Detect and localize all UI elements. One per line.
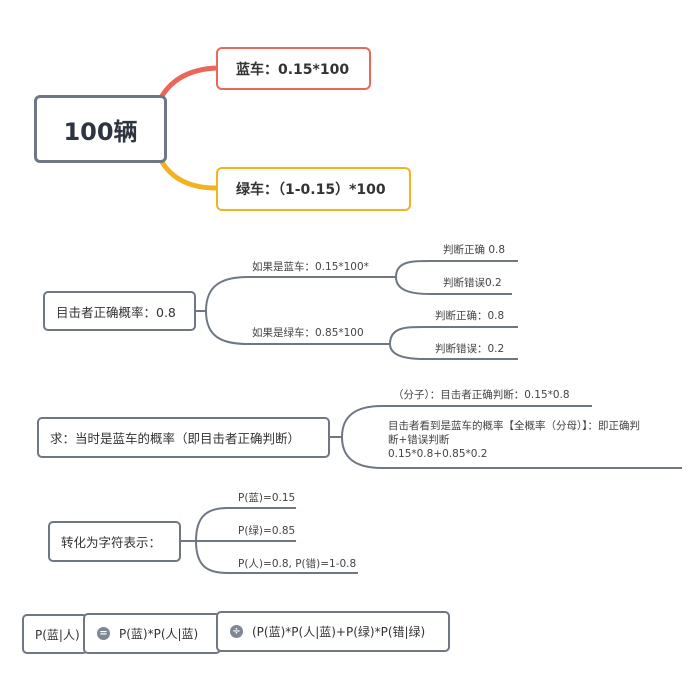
link-question-parts: [330, 405, 682, 469]
notation-item: P(绿)=0.85: [238, 525, 296, 537]
link-blue-judgements: [395, 260, 518, 295]
root-title: 100辆: [63, 117, 138, 146]
link-root-blue: [159, 65, 217, 98]
denominator-text: 目击者看到是蓝车的概率【全概率（分母）】：即正确判 断+错误判断 0.15*0.…: [388, 419, 688, 461]
formula-denominator-node[interactable]: ÷ (P(蓝)*P(人|蓝)+P(绿)*P(错|绿): [216, 611, 450, 652]
notation-node[interactable]: 转化为字符表示：: [48, 521, 181, 562]
green-wrong-label: 判断错误：0.2: [435, 343, 505, 355]
formula-numerator-node[interactable]: = P(蓝)*P(人|蓝): [83, 613, 221, 654]
blue-car-node[interactable]: 蓝车：0.15*100: [216, 47, 371, 90]
blue-wrong-label: 判断错误0.2: [443, 277, 502, 289]
link-witness-cases: [196, 276, 396, 345]
link-green-judgements: [389, 326, 518, 360]
divide-icon: ÷: [230, 625, 243, 638]
blue-case-label: 如果是蓝车：0.15*100*: [252, 261, 369, 273]
denominator-line-3: 0.15*0.8+0.85*0.2: [388, 448, 488, 460]
question-node[interactable]: 求：当时是蓝车的概率（即目击者正确判断）: [37, 417, 330, 458]
witness-node[interactable]: 目击者正确概率：0.8: [43, 291, 196, 331]
blue-correct-label: 判断正确 0.8: [443, 244, 506, 256]
notation-item: P(蓝)=0.15: [238, 492, 296, 504]
formula-lhs-node[interactable]: P(蓝|人): [22, 614, 88, 654]
denominator-line-1: 目击者看到是蓝车的概率【全概率（分母）】：即正确判: [388, 420, 640, 432]
root-node[interactable]: 100辆: [34, 95, 167, 163]
numerator-label: （分子）：目击者正确判断：0.15*0.8: [393, 389, 570, 401]
blue-car-label: 蓝车：0.15*100: [236, 61, 350, 78]
formula-denominator: (P(蓝)*P(人|蓝)+P(绿)*P(错|绿): [252, 625, 426, 639]
notation-item: P(人)=0.8, P(错)=1-0.8: [238, 558, 357, 570]
formula-numerator: P(蓝)*P(人|蓝): [119, 627, 199, 641]
formula-lhs: P(蓝|人): [35, 627, 80, 642]
green-case-label: 如果是绿车：0.85*100: [252, 327, 364, 339]
green-car-label: 绿车：（1-0.15）*100: [236, 182, 386, 198]
green-car-node[interactable]: 绿车：（1-0.15）*100: [216, 167, 411, 211]
denominator-line-2: 断+错误判断: [388, 434, 450, 446]
link-root-green: [159, 160, 217, 191]
green-correct-label: 判断正确：0.8: [435, 310, 505, 322]
link-notation-items: [181, 507, 358, 574]
witness-title: 目击者正确概率：0.8: [56, 304, 176, 320]
equals-icon: =: [97, 627, 110, 640]
notation-title: 转化为字符表示：: [61, 535, 162, 550]
question-title: 求：当时是蓝车的概率（即目击者正确判断）: [50, 431, 301, 446]
